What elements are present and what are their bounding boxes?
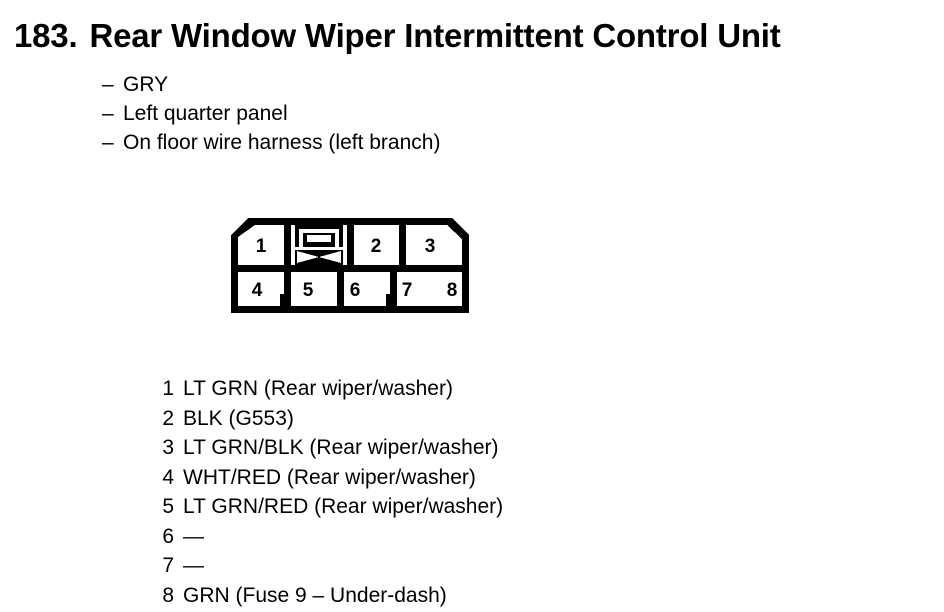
latch-stem [316,263,322,275]
dash-glyph: – [102,102,114,125]
pin-legend-row: 8 GRN (Fuse 9 – Under-dash) [160,581,503,611]
pin-legend-description: BLK (G553) [183,406,294,430]
attribute-item-label: Left quarter panel [123,102,288,125]
connector-bottom-tab-right [386,294,395,307]
pin-legend-number: 6 [162,524,174,548]
pin-legend-description: GRN (Fuse 9 – Under-dash) [183,583,447,607]
dash-glyph: – [102,131,114,154]
connector-pin-label-5: 5 [303,280,314,301]
connector-pin-label-3: 3 [425,236,436,257]
connector-bottom-tab-left [280,294,289,307]
page-title: 183. Rear Window Wiper Intermittent Contr… [14,17,781,55]
pin-legend-row: 3 LT GRN/BLK (Rear wiper/washer) [160,433,503,463]
connector-cell-1 [238,225,284,265]
pin-legend-row: 2 BLK (G553) [160,404,503,434]
attribute-item-label: On floor wire harness (left branch) [123,131,441,154]
pin-legend-number: 3 [162,436,174,459]
connector-pin-label-7: 7 [402,280,413,301]
connector-cell-5 [291,272,337,306]
pin-legend-description: LT GRN (Rear wiper/washer) [183,377,453,400]
pin-legend-description: LT GRN/BLK (Rear wiper/washer) [183,436,499,459]
connector-cell-8-ext [437,272,462,306]
pin-legend-number: 4 [162,465,174,489]
page-title-text: Rear Window Wiper Intermittent Control U… [89,17,781,54]
pin-legend-number: 1 [162,377,174,400]
attribute-item-2: –On floor wire harness (left branch) [102,128,440,157]
connector-diagram: 1 2 3 4 5 6 7 8 [231,218,469,313]
attribute-item-label: GRY [123,73,169,96]
connector-pin-label-8: 8 [447,280,458,301]
pin-legend-description: WHT/RED (Rear wiper/washer) [183,465,476,489]
latch-crossbar [295,247,343,250]
latch-inner-frame-right [335,229,339,249]
pin-legend-number: 5 [162,495,174,518]
pin-legend-number: 7 [162,554,174,577]
connector-cell-7 [397,272,437,306]
attribute-list: –GRY –Left quarter panel –On floor wire … [102,70,440,157]
page-title-number: 183. [14,17,78,54]
latch-bowtie-icon-mirror [297,251,319,263]
latch-bowtie-icon-mirror2 [319,251,341,263]
pin-legend-description: — [183,554,204,577]
pin-legend-description: LT GRN/RED (Rear wiper/washer) [183,495,504,518]
pin-legend-row: 4 WHT/RED (Rear wiper/washer) [160,463,503,493]
attribute-item-1: –Left quarter panel [102,99,440,128]
connector-cell-4 [238,272,284,306]
connector-pin-label-2: 2 [371,236,382,257]
connector-cell-2 [354,225,399,265]
pin-legend-row: 1 LT GRN (Rear wiper/washer) [160,374,503,404]
connector-cell-6 [344,272,390,306]
connector-cell-3 [406,225,462,265]
dash-glyph: – [102,73,114,96]
pin-legend-description: — [183,524,204,548]
connector-pin-label-1: 1 [256,236,267,257]
pin-legend-number: 8 [162,583,174,607]
pin-legend-row: 7— [160,551,503,581]
connector-pin-label-6: 6 [350,280,361,301]
connector-pin-label-4: 4 [252,280,263,301]
pin-legend-row: 5 LT GRN/RED (Rear wiper/washer) [160,492,503,522]
pin-legend-row: 6— [160,522,503,552]
latch-inner-frame-left [299,229,303,249]
pin-legend-number: 2 [162,406,174,430]
latch-slot [307,235,331,242]
attribute-item-0: –GRY [102,70,440,99]
